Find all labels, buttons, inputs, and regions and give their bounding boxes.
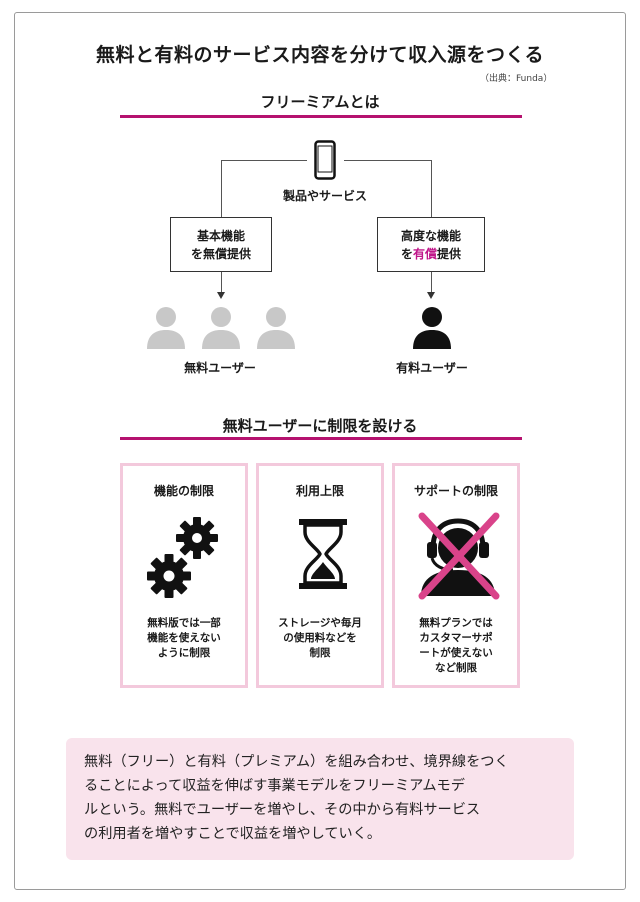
free-users-group xyxy=(147,307,295,349)
headset-operator-crossed-icon xyxy=(418,512,500,600)
connector-left-h xyxy=(221,160,307,161)
cross-icon xyxy=(418,512,500,600)
paid-user-label: 有料ユーザー xyxy=(396,361,468,375)
advanced-feature-line1: 高度な機能 xyxy=(400,228,461,243)
advanced-feature-line2: を有償提供 xyxy=(400,246,462,261)
basic-feature-box: 基本機能 を無償提供 xyxy=(170,217,272,272)
page-frame xyxy=(14,12,626,890)
paid-accent-text: 有償 xyxy=(412,246,437,261)
product-label: 製品やサービス xyxy=(282,189,367,203)
card-description: 無料プランでは カスタマーサポ ートが使えない など制限 xyxy=(419,617,493,674)
paid-user-icon xyxy=(413,307,451,349)
arrow-right-shaft xyxy=(431,272,432,292)
page-title: 無料と有料のサービス内容を分けて収入源をつくる xyxy=(95,44,545,66)
connector-right-h xyxy=(344,160,432,161)
source-note: （出典：Funda） xyxy=(480,74,553,84)
gears-icon xyxy=(147,517,218,598)
arrow-left-shaft xyxy=(221,272,222,292)
section1-heading: フリーミアムとは xyxy=(260,93,380,111)
free-users-label: 無料ユーザー xyxy=(184,361,256,375)
explanation-line: ることによって収益を伸ばす事業モデルをフリーミアムモデ xyxy=(84,778,465,794)
section2-heading: 無料ユーザーに制限を設ける xyxy=(222,417,418,435)
user-icon xyxy=(257,307,295,349)
user-icon xyxy=(147,307,185,349)
user-icon xyxy=(202,307,240,349)
card-title: 機能の制限 xyxy=(153,484,214,498)
smartphone-icon xyxy=(314,140,336,180)
card-title: 利用上限 xyxy=(295,484,344,498)
basic-feature-line2: を無償提供 xyxy=(190,246,251,261)
arrow-down-icon xyxy=(427,292,435,299)
connector-left-v xyxy=(221,160,222,217)
explanation-line: ルという。無料でユーザーを増やし、その中から有料サービス xyxy=(84,802,481,818)
card-title: サポートの制限 xyxy=(413,484,498,498)
card-description: 無料版では一部 機能を使えない ように制限 xyxy=(147,617,221,659)
section1-rule xyxy=(120,115,522,118)
section2-rule xyxy=(120,437,522,440)
explanation-box: 無料（フリー）と有料（プレミアム）を組み合わせ、境界線をつく ることによって収益… xyxy=(66,738,574,860)
explanation-line: 無料（フリー）と有料（プレミアム）を組み合わせ、境界線をつく xyxy=(84,754,509,770)
card-description: ストレージや毎月 の使用料などを 制限 xyxy=(278,617,362,659)
feature-limit-card: 機能の制限 無料版では一部 機能を使えない ように制限 xyxy=(120,463,248,688)
hourglass-icon xyxy=(299,519,347,589)
connector-right-v xyxy=(431,160,432,217)
basic-feature-line1: 基本機能 xyxy=(196,228,245,243)
explanation-line: の利用者を増やすことで収益を増やしていく。 xyxy=(84,826,382,842)
support-limit-card: サポートの制限 無料プランでは カスタマーサポ ートが使えない など制限 xyxy=(392,463,520,688)
arrow-down-icon xyxy=(217,292,225,299)
advanced-feature-box: 高度な機能 を有償提供 xyxy=(377,217,485,272)
usage-limit-card: 利用上限 ストレージや毎月 の使用料などを 制限 xyxy=(256,463,384,688)
